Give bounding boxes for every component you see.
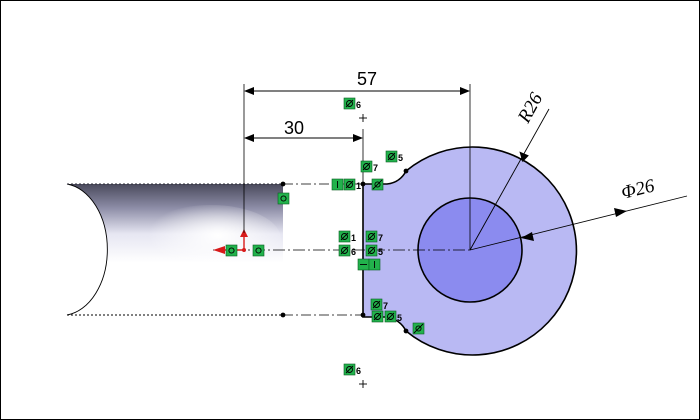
relation-count: 7 bbox=[373, 163, 378, 173]
relation-count: 6 bbox=[351, 247, 356, 257]
relation-fix-icon[interactable] bbox=[371, 310, 384, 323]
plus-marker-icon bbox=[359, 114, 367, 122]
relation-fix-icon[interactable]: 1 bbox=[338, 230, 356, 243]
shaded-shaft-part[interactable] bbox=[66, 183, 283, 316]
surface-highlight bbox=[141, 205, 281, 273]
relation-tangent-icon[interactable] bbox=[371, 178, 384, 191]
relation-fix-icon[interactable]: 7 bbox=[365, 230, 383, 243]
relation-fix-icon[interactable]: 7 bbox=[360, 160, 378, 173]
relation-count: 1 bbox=[356, 181, 361, 191]
relation-fix-icon[interactable]: 5 bbox=[384, 310, 402, 323]
relation-count: 7 bbox=[383, 301, 388, 311]
dimension-57-value[interactable]: 57 bbox=[357, 69, 377, 89]
relation-count: 5 bbox=[398, 153, 403, 163]
relation-fix-icon[interactable]: 7 bbox=[370, 298, 388, 311]
sketch-point[interactable] bbox=[280, 312, 286, 318]
relation-vertical-icon[interactable] bbox=[368, 258, 381, 271]
relation-fix-icon[interactable]: 6 bbox=[343, 97, 361, 110]
sketch-point[interactable] bbox=[360, 312, 366, 318]
relation-fix-icon[interactable]: 6 bbox=[338, 244, 356, 257]
relation-count: 5 bbox=[378, 247, 383, 257]
relation-vertical-icon[interactable] bbox=[357, 258, 370, 271]
relation-tangent-icon[interactable] bbox=[412, 322, 425, 335]
sketch-point[interactable] bbox=[403, 168, 409, 174]
relation-count: 1 bbox=[351, 233, 356, 243]
relation-fix-icon[interactable]: 5 bbox=[365, 244, 383, 257]
dimension-30-value[interactable]: 30 bbox=[284, 118, 304, 138]
dimension-57[interactable]: 57 bbox=[243, 69, 471, 250]
sketch-point[interactable] bbox=[403, 328, 409, 334]
sketch-points bbox=[280, 168, 409, 334]
relation-fix-icon[interactable]: 6 bbox=[343, 363, 361, 376]
relation-fix-icon[interactable]: 5 bbox=[385, 150, 403, 163]
relation-count: 7 bbox=[378, 233, 383, 243]
shaft-end-edge bbox=[66, 183, 108, 316]
relation-count: 6 bbox=[356, 366, 361, 376]
relation-coincident-icon[interactable] bbox=[225, 244, 238, 257]
relation-count: 5 bbox=[397, 313, 402, 323]
dimension-diameter-value[interactable]: Φ26 bbox=[619, 175, 657, 204]
relation-count: 6 bbox=[356, 100, 361, 110]
dimension-30[interactable]: 30 bbox=[244, 118, 364, 184]
relation-horizontal-icon[interactable] bbox=[331, 178, 344, 191]
relation-coincident-icon[interactable] bbox=[277, 192, 290, 205]
plus-marker-icon bbox=[359, 380, 367, 388]
relation-coincident-icon[interactable] bbox=[252, 244, 265, 257]
sketch-point[interactable] bbox=[280, 181, 286, 187]
relation-fix-icon[interactable]: 1 bbox=[343, 178, 361, 191]
